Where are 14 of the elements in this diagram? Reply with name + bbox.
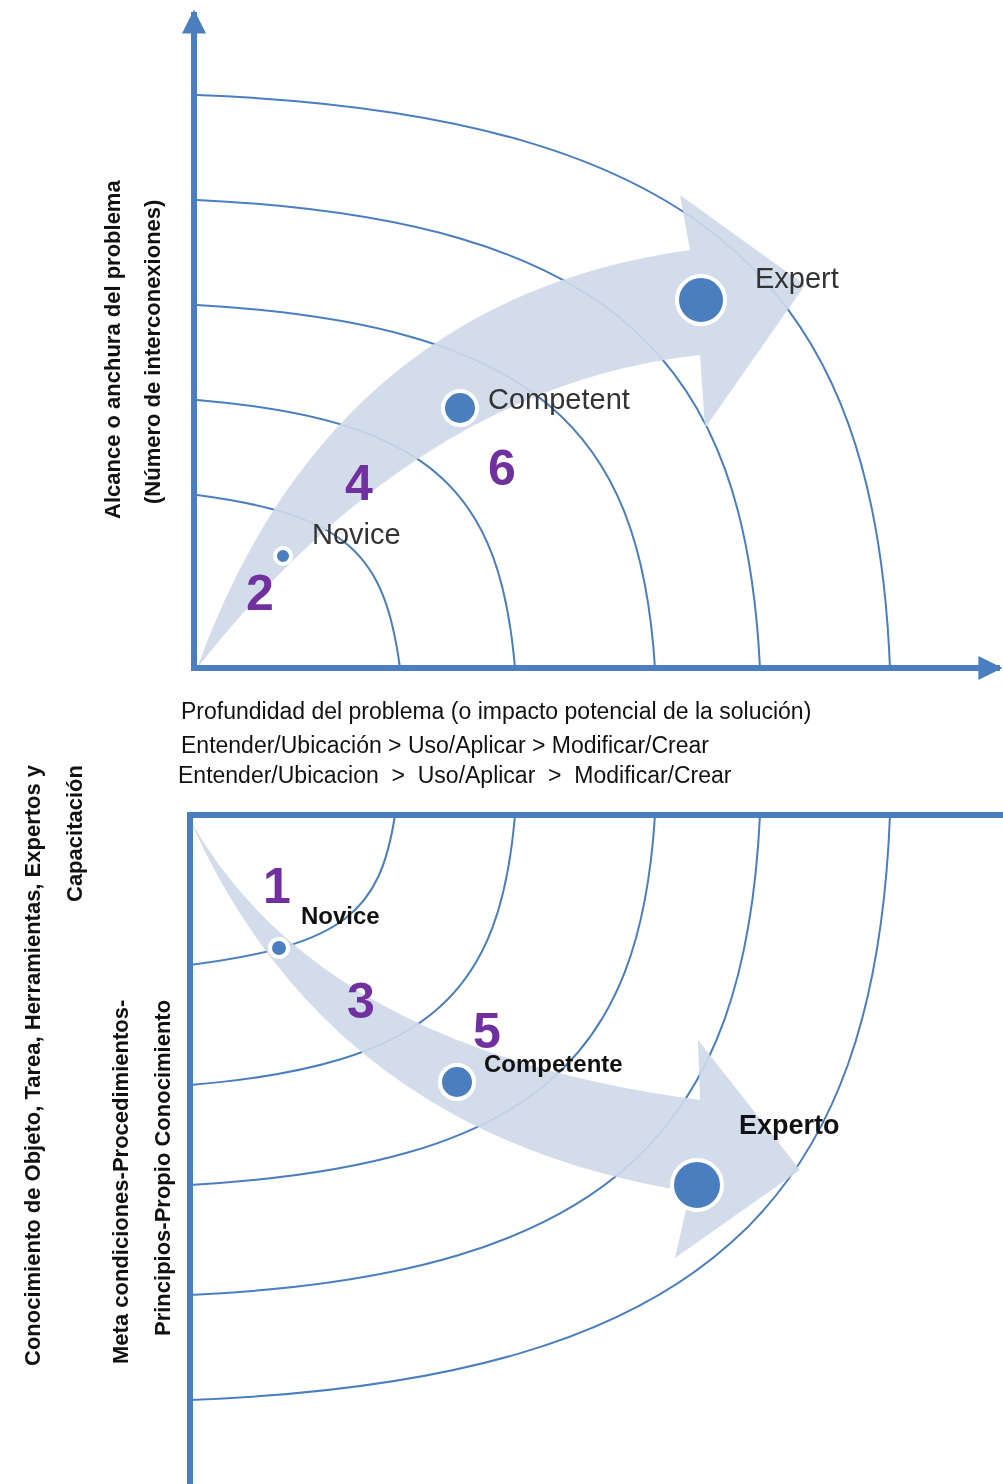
axis-title: Alcance o anchura del problema xyxy=(100,180,126,521)
step-number: 4 xyxy=(345,455,373,513)
stage-label: Expert xyxy=(755,262,839,296)
step-number: 2 xyxy=(246,565,274,623)
axis-title: (Número de interconexiones) xyxy=(140,200,166,507)
axis-label: Entender/Ubicación > Uso/Aplicar > Modificar/Crear xyxy=(181,732,709,759)
stage-label: Competent xyxy=(488,383,630,417)
axis-title: Conocimiento de Objeto, Tarea, Herramientas, Expertos y Capacitación xyxy=(19,765,88,1369)
axis-label: Profundidad del problema (o impacto potencial de la solución) xyxy=(181,698,812,725)
step-number: 3 xyxy=(347,973,375,1031)
axis-label: Entender/Ubicacion > Uso/Aplicar > Modificar/Crear xyxy=(178,762,732,789)
axis-title: Meta condiciones-Procedimientos-Principios-Propio Conocimiento xyxy=(107,1000,176,1367)
step-number: 6 xyxy=(488,440,516,498)
step-number: 1 xyxy=(263,858,291,916)
